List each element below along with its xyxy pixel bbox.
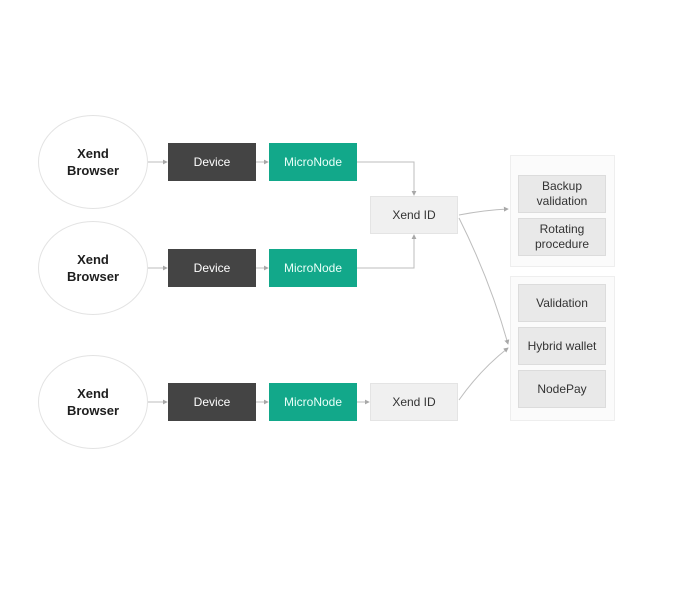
micronode-node: MicroNode [269,249,357,287]
rotating-procedure-node: Rotating procedure [518,218,606,256]
device-node: Device [168,143,256,181]
nodepay-node: NodePay [518,370,606,408]
xend-browser-node: Xend Browser [38,115,148,209]
hybrid-wallet-node: Hybrid wallet [518,327,606,365]
edge-xendid-group-top [458,206,509,216]
edge-micronode1-xendid [357,161,417,196]
xend-id-node: Xend ID [370,383,458,421]
micronode-node: MicroNode [269,383,357,421]
edge-xendid3-group-bottom [458,347,509,401]
device-node: Device [168,383,256,421]
device-node: Device [168,249,256,287]
shared-xend-id-node: Xend ID [370,196,458,234]
backup-validation-node: Backup validation [518,175,606,213]
edge-xendid-group-bottom [458,217,510,345]
xend-browser-node: Xend Browser [38,355,148,449]
edge-micronode2-xendid [357,234,417,269]
micronode-node: MicroNode [269,143,357,181]
validation-node: Validation [518,284,606,322]
xend-browser-node: Xend Browser [38,221,148,315]
